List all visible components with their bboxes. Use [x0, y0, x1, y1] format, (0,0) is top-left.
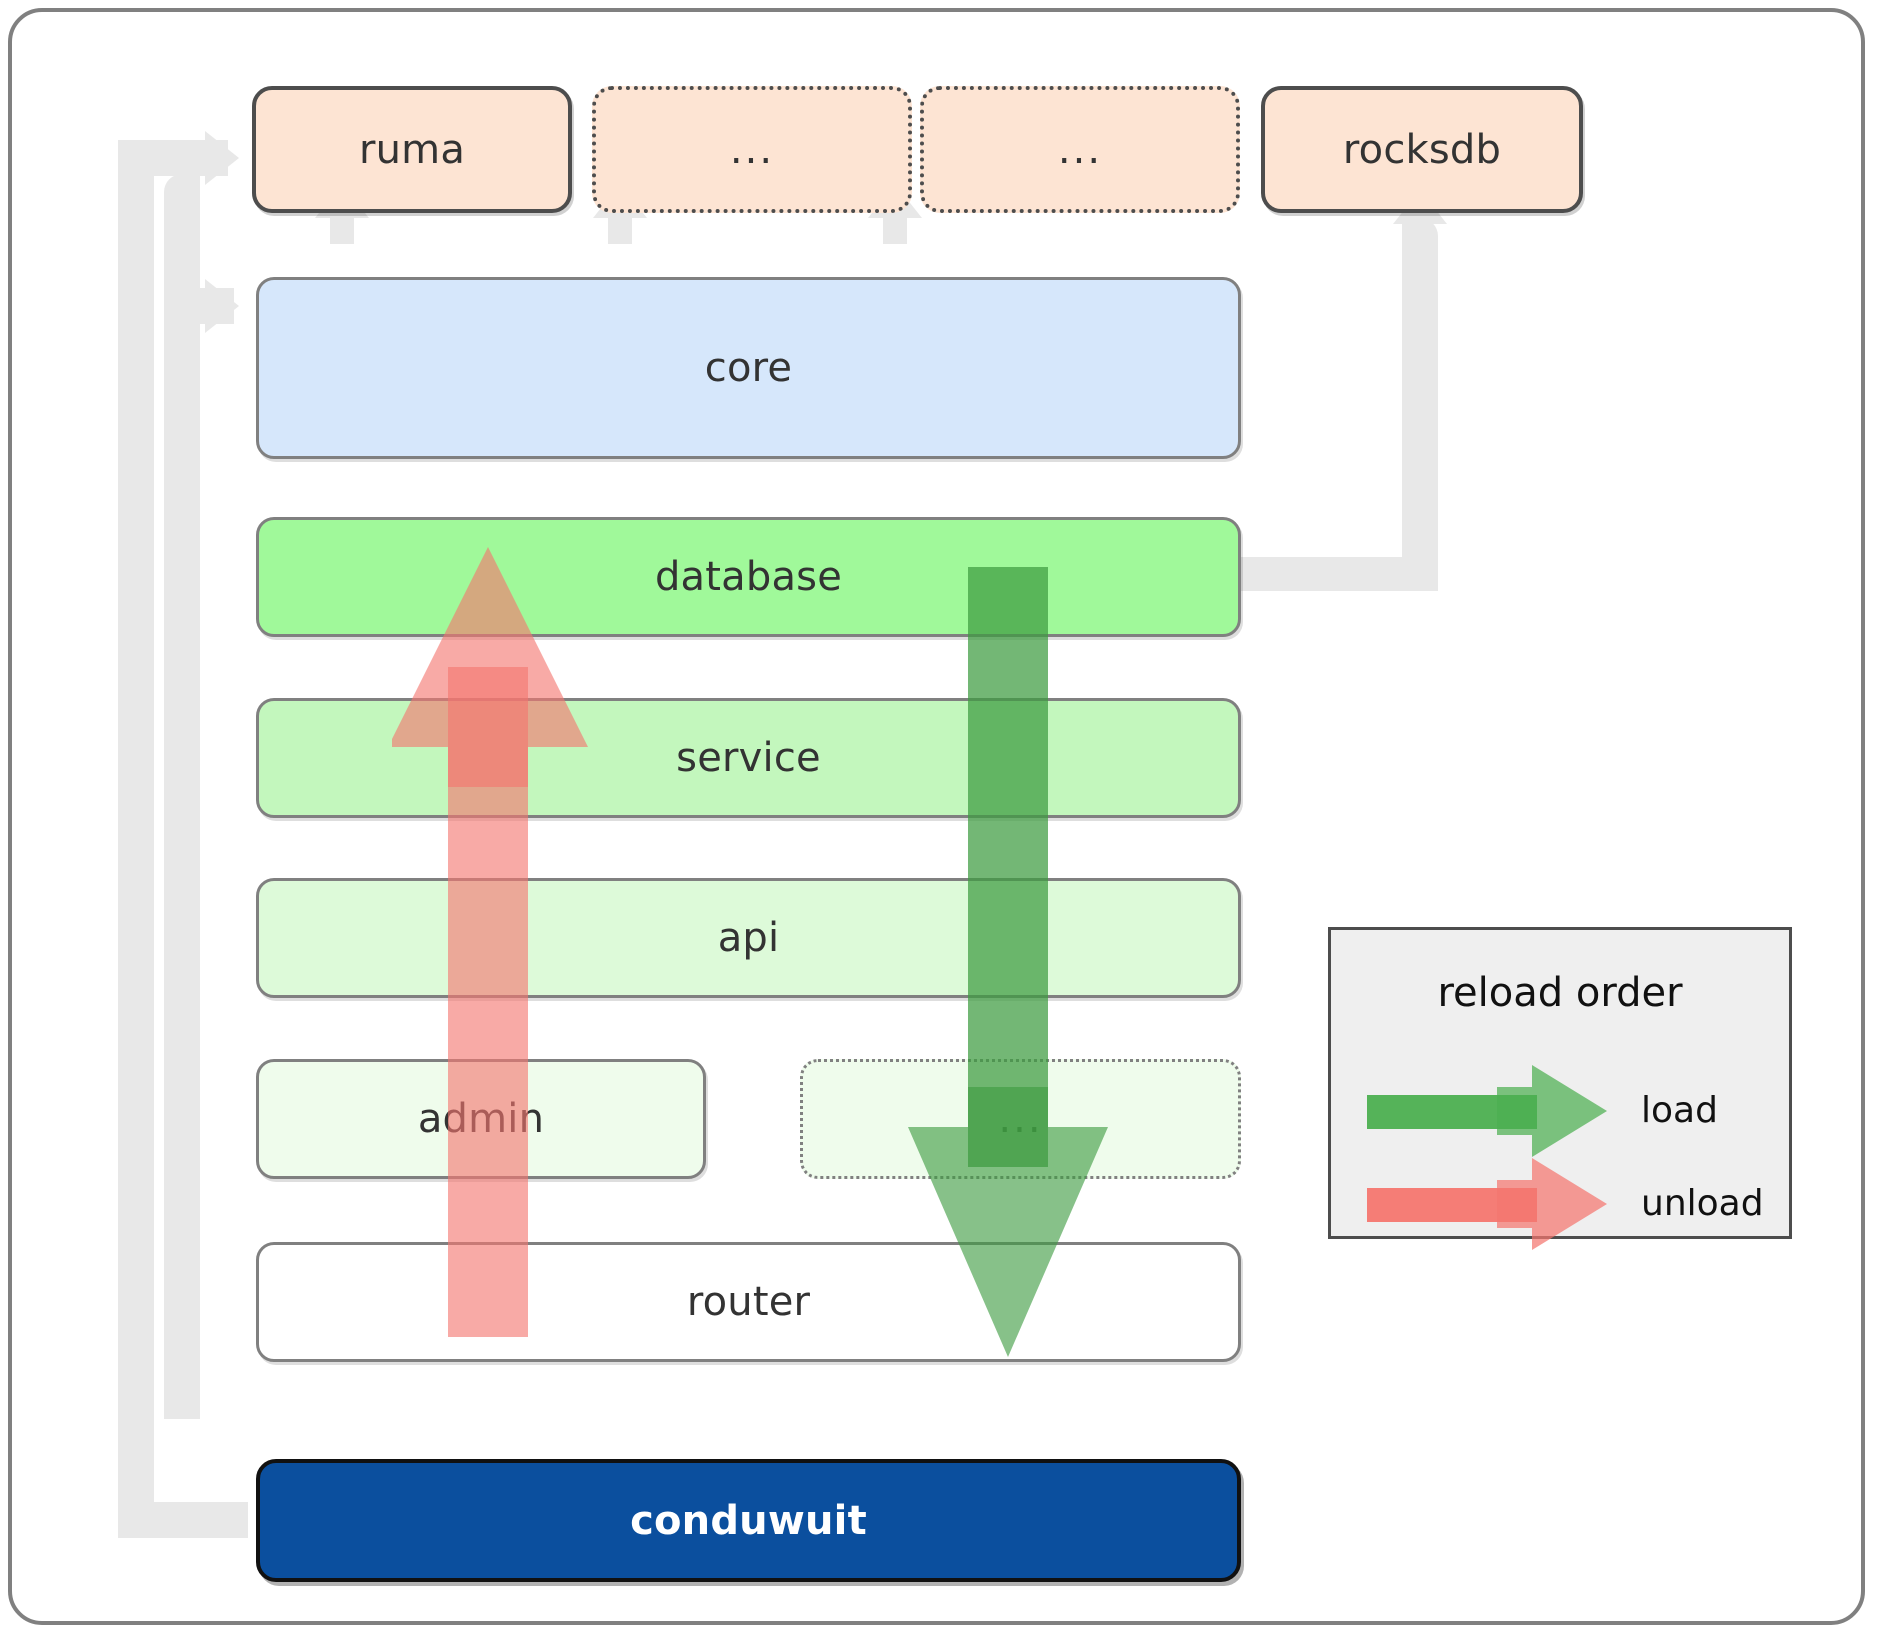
- dependency-label-ellipsis-2: ...: [1057, 126, 1103, 173]
- layer-box-service[interactable]: service: [256, 698, 1241, 818]
- connector-to-core-arrowhead: [205, 279, 239, 333]
- legend-load-arrow-icon: [1367, 1065, 1607, 1157]
- legend-title: reload order: [1437, 970, 1683, 1016]
- binary-box-conduwuit[interactable]: conduwuit: [256, 1459, 1241, 1582]
- diagram-frame: ruma ... ... rocksdb core database servi…: [8, 8, 1865, 1625]
- dependency-label-ruma: ruma: [358, 126, 466, 173]
- layer-label-admin: admin: [417, 1096, 545, 1142]
- dependency-label-ellipsis-1: ...: [729, 126, 775, 173]
- connector-database-to-rocksdb-vertical: [1402, 218, 1438, 591]
- connector-core-trunk: [164, 174, 200, 1419]
- layer-label-router: router: [686, 1279, 811, 1325]
- layer-box-database[interactable]: database: [256, 517, 1241, 637]
- layer-box-router[interactable]: router: [256, 1242, 1241, 1362]
- layer-label-service: service: [676, 735, 821, 781]
- dependency-box-ellipsis-1[interactable]: ...: [592, 86, 912, 213]
- layer-box-admin[interactable]: admin: [256, 1059, 706, 1179]
- connector-to-ruma-arrowhead: [205, 131, 239, 185]
- layer-label-api: api: [717, 915, 780, 961]
- core-box[interactable]: core: [256, 277, 1241, 459]
- connector-conduwuit-trunk: [118, 140, 154, 1538]
- dependency-box-ruma[interactable]: ruma: [252, 86, 572, 213]
- binary-label-conduwuit: conduwuit: [630, 1497, 867, 1544]
- dependency-label-rocksdb: rocksdb: [1342, 126, 1502, 173]
- connector-conduwuit-bottom: [118, 1502, 248, 1538]
- legend-label-load: load: [1641, 1090, 1718, 1131]
- layer-label-ellipsis: ...: [998, 1096, 1043, 1142]
- layer-box-ellipsis[interactable]: ...: [800, 1059, 1241, 1179]
- core-label: core: [704, 345, 793, 391]
- dependency-box-rocksdb[interactable]: rocksdb: [1261, 86, 1583, 213]
- layer-box-api[interactable]: api: [256, 878, 1241, 998]
- legend-unload-arrow-icon: [1367, 1158, 1607, 1250]
- dependency-box-ellipsis-2[interactable]: ...: [920, 86, 1240, 213]
- layer-label-database: database: [654, 554, 843, 600]
- legend-panel: reload order load unload: [1328, 927, 1792, 1250]
- legend-label-unload: unload: [1641, 1183, 1764, 1224]
